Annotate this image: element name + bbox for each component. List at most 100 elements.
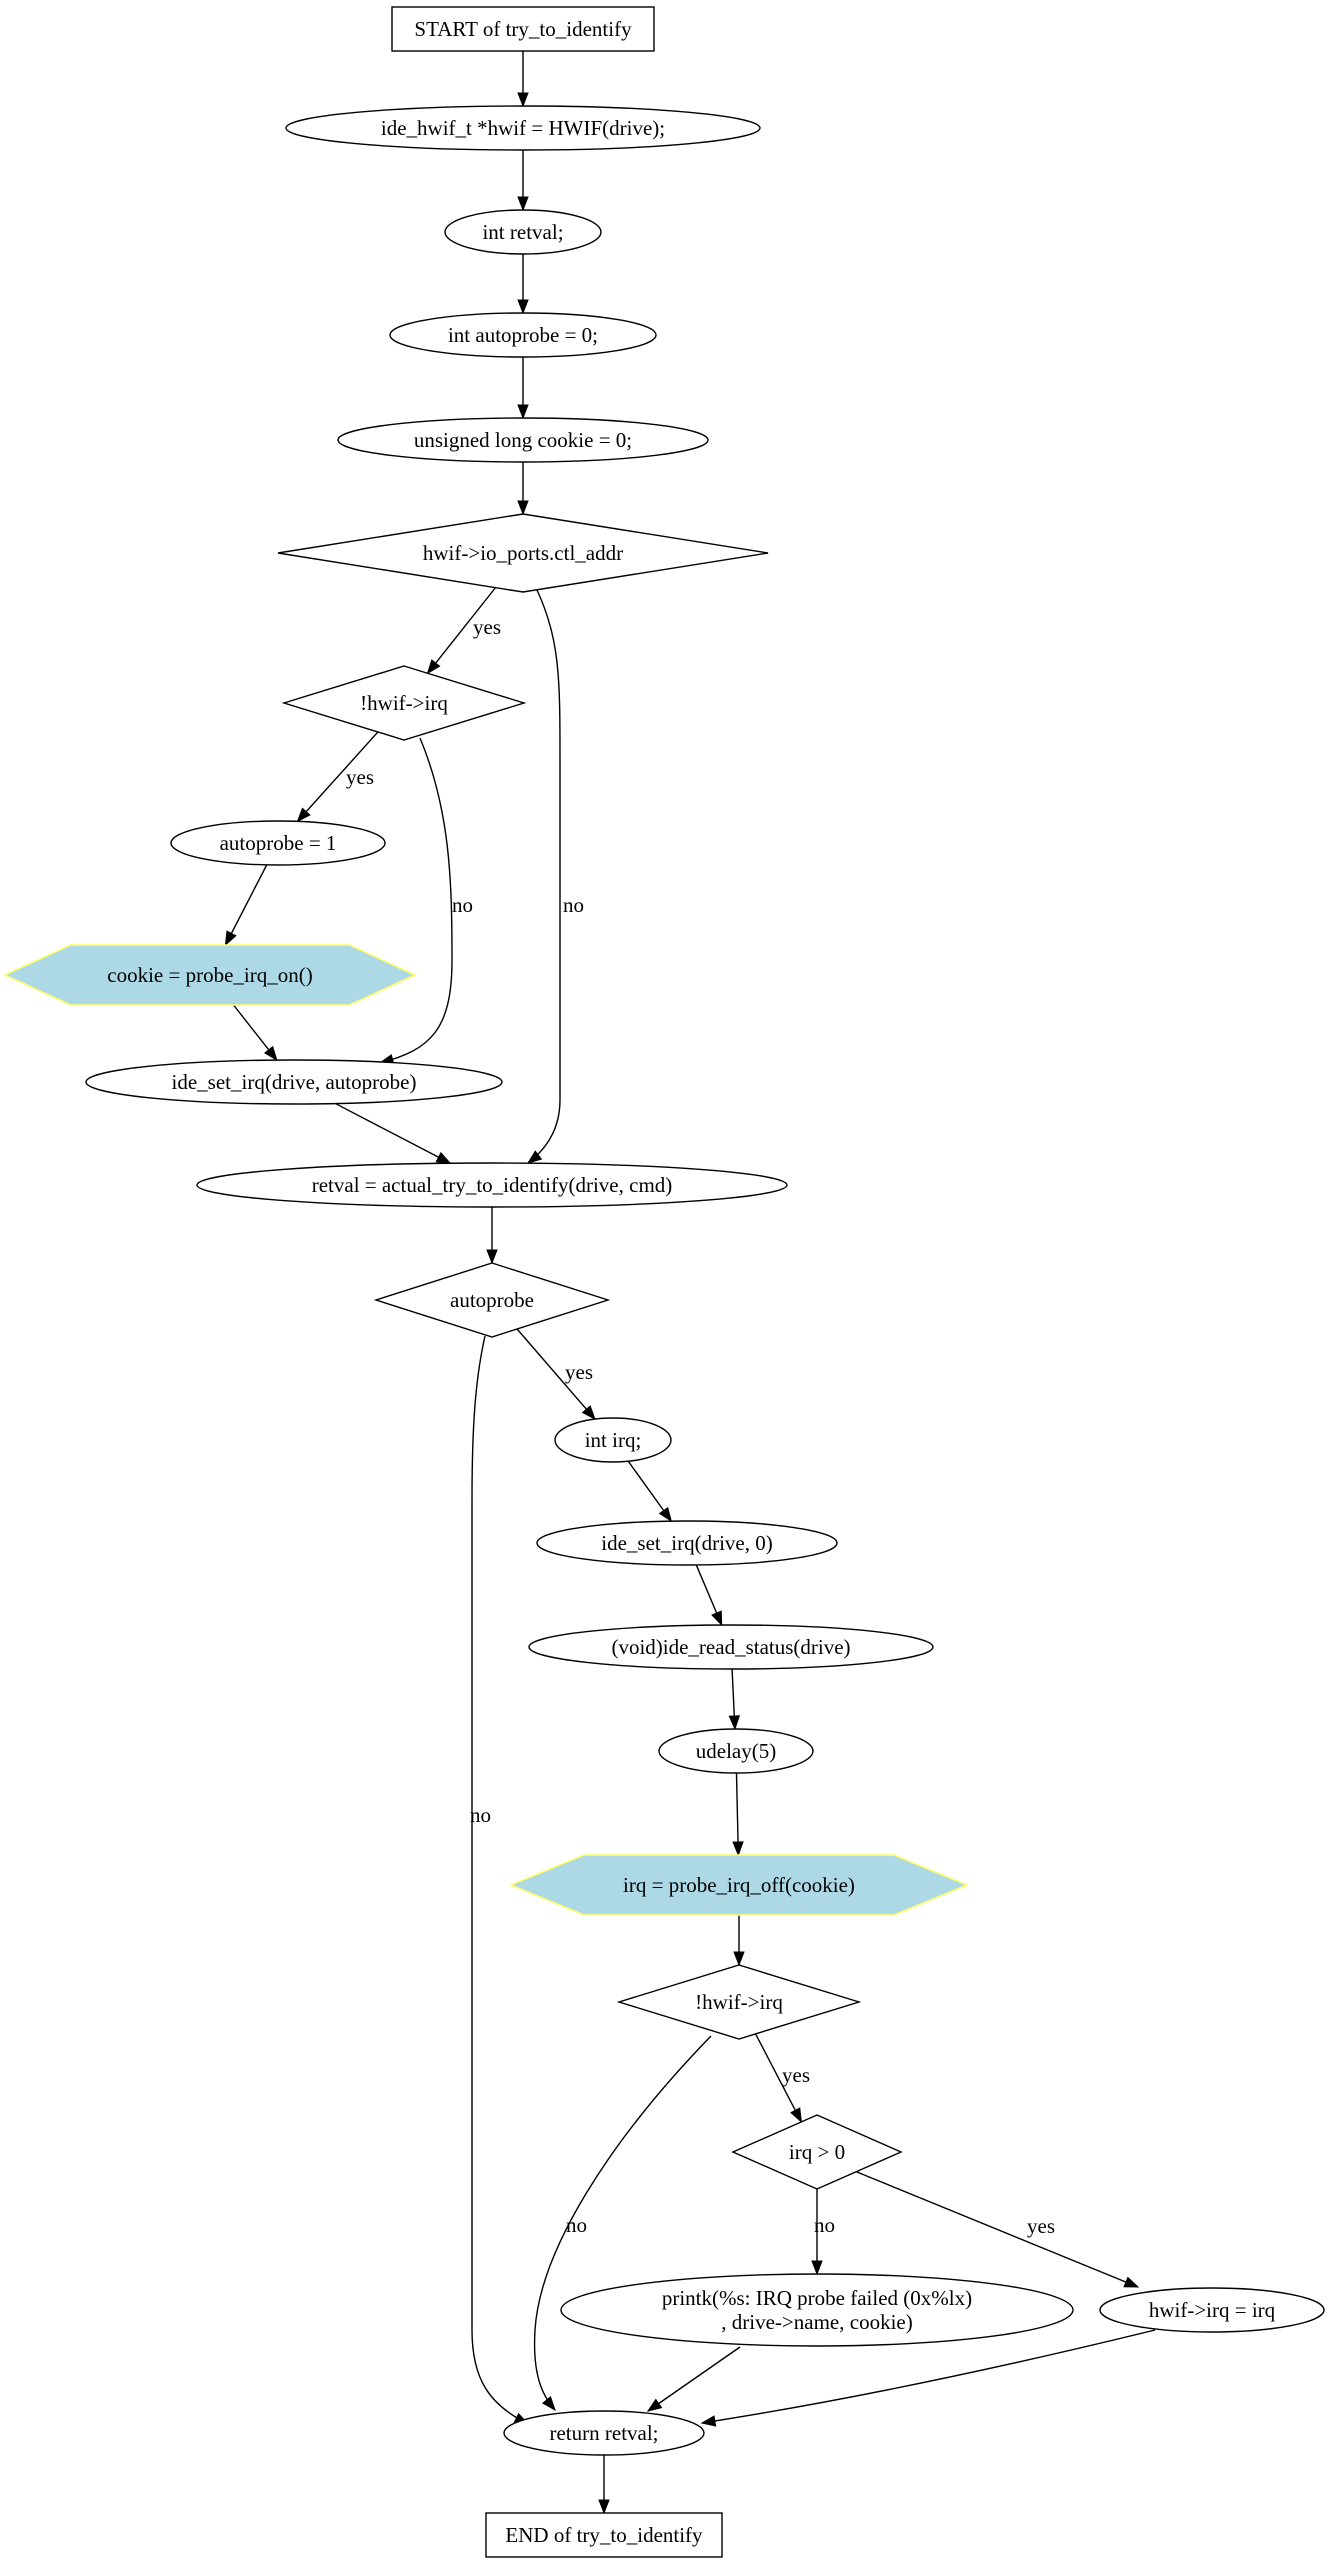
edge-line [335,1102,451,1164]
edge-line [735,1772,740,1856]
edge-label-yes: yes [565,1360,593,1384]
diamond-shape [616,1964,862,2040]
node-n-readstatus: (void)ide_read_status(drive) [528,1624,934,1670]
diamond-shape [281,665,527,741]
edge-line [379,737,453,1064]
ellipse-shape [1099,2287,1325,2333]
ellipse-shape [337,417,709,463]
node-n-return: return retval; [503,2410,705,2456]
edge-label-yes: yes [1027,2214,1055,2238]
arrowhead [517,500,529,516]
node-label: ide_set_irq(drive, 0) [601,1531,772,1555]
node-n-printk: printk(%s: IRQ probe failed (0x%lx), dri… [560,2273,1074,2347]
diamond-shape [731,2114,903,2190]
node-label: int autoprobe = 0; [448,323,598,347]
box-shape [485,2512,723,2558]
node-label: END of try_to_identify [505,2523,703,2547]
diamond-shape [277,513,769,593]
node-label: autoprobe [450,1288,534,1312]
node-d-irq2: !hwif->irq [616,1964,862,2040]
arrowhead [598,2499,610,2515]
edge-line [296,731,379,822]
arrowhead [486,1249,498,1265]
node-label: START of try_to_identify [414,17,632,41]
hexagon-shape [3,944,417,1006]
node-label: return retval; [549,2421,658,2445]
edge-label-no: no [563,893,584,917]
ellipse-shape [658,1728,814,1774]
edge-d-autoprobe-to-n-return: no [470,1335,530,2425]
node-n-cookie0: unsigned long cookie = 0; [337,417,709,463]
node-n-intirq: int irq; [554,1417,672,1463]
edge-n-retval-to-n-autoprobe0 [517,254,529,315]
ellipse-shape [85,1059,503,1105]
edge-line [851,2169,1139,2288]
edge-n-hwif-to-n-retval [517,150,529,212]
node-end: END of try_to_identify [485,2512,723,2558]
arrowhead [658,1506,673,1523]
box-shape [391,6,655,52]
edge-n-actual-to-d-autoprobe [486,1207,498,1265]
edge-line [754,2033,802,2123]
node-start: START of try_to_identify [391,6,655,52]
edge-line [701,2329,1156,2424]
edge-label-no: no [470,1803,491,1827]
edge-d-irqgt0-to-n-assign: yes [851,2169,1140,2288]
arrowhead [581,1405,596,1421]
node-n-setirq0: ide_set_irq(drive, 0) [536,1520,838,1566]
node-d-irqgt0: irq > 0 [731,2114,903,2190]
diamond-shape [373,1262,611,1338]
edge-n-setirq0-to-n-readstatus [695,1564,723,1627]
node-label: irq > 0 [789,2140,845,2164]
nodes-layer: START of try_to_identify ide_hwif_t *hwif… [3,6,1325,2558]
node-n-setirq1: ide_set_irq(drive, autoprobe) [85,1059,503,1105]
node-d-autoprobe: autoprobe [373,1262,611,1338]
arrowhead [1123,2276,1140,2288]
ellipse-shape [444,209,602,255]
node-d-ctl: hwif->io_ports.ctl_addr [277,513,769,593]
edge-line [516,1328,596,1420]
node-label: !hwif->irq [695,1990,783,2014]
arrowhead [296,807,311,823]
edge-n-setirq1-to-n-actual [335,1102,452,1164]
arrowhead [517,196,529,212]
node-n-hwif: ide_hwif_t *hwif = HWIF(drive); [285,105,761,151]
arrowhead [790,2107,802,2124]
arrowhead [728,1715,741,1731]
node-label: autoprobe = 1 [220,831,337,855]
arrowhead [811,2260,823,2276]
node-n-actual: retval = actual_try_to_identify(drive, c… [196,1162,788,1208]
ellipse-shape [503,2410,705,2456]
edge-line [533,2035,712,2411]
arrowhead [700,2415,717,2427]
node-n-assign: hwif->irq = irq [1099,2287,1325,2333]
arrowhead [224,930,237,947]
node-label: int irq; [585,1428,642,1452]
node-label: !hwif->irq [360,691,448,715]
arrowhead [426,659,441,675]
edge-h-on-to-n-setirq1 [233,1004,278,1062]
edge-label-yes: yes [473,615,501,639]
edge-d-irq1-to-n-setirq1: no [378,737,473,1066]
edge-label-no: no [452,893,473,917]
arrowhead [435,1151,452,1164]
arrowhead [526,1150,543,1164]
arrowhead [711,1610,723,1627]
edges-layer: yes no yes no yes no yes no no yes [224,51,1156,2515]
node-label: hwif->irq = irq [1149,2298,1276,2322]
edge-label-no: no [566,2213,587,2237]
node-label: udelay(5) [696,1739,776,1763]
edge-n-ap1-to-h-on [224,864,268,947]
node-n-ap1: autoprobe = 1 [170,820,386,866]
node-label: , drive->name, cookie) [721,2310,912,2334]
edge-n-printk-to-n-return [646,2346,741,2412]
edge-d-irq1-to-n-ap1: yes [296,731,379,823]
ellipse-shape [528,1624,934,1670]
node-label: int retval; [482,220,563,244]
arrowhead [517,404,529,420]
edge-n-udelay-to-h-off [732,1772,744,1857]
edge-d-irqgt0-to-n-printk: no [811,2189,835,2276]
edge-n-cookie0-to-d-ctl [517,462,529,516]
edge-label-yes: yes [782,2063,810,2087]
